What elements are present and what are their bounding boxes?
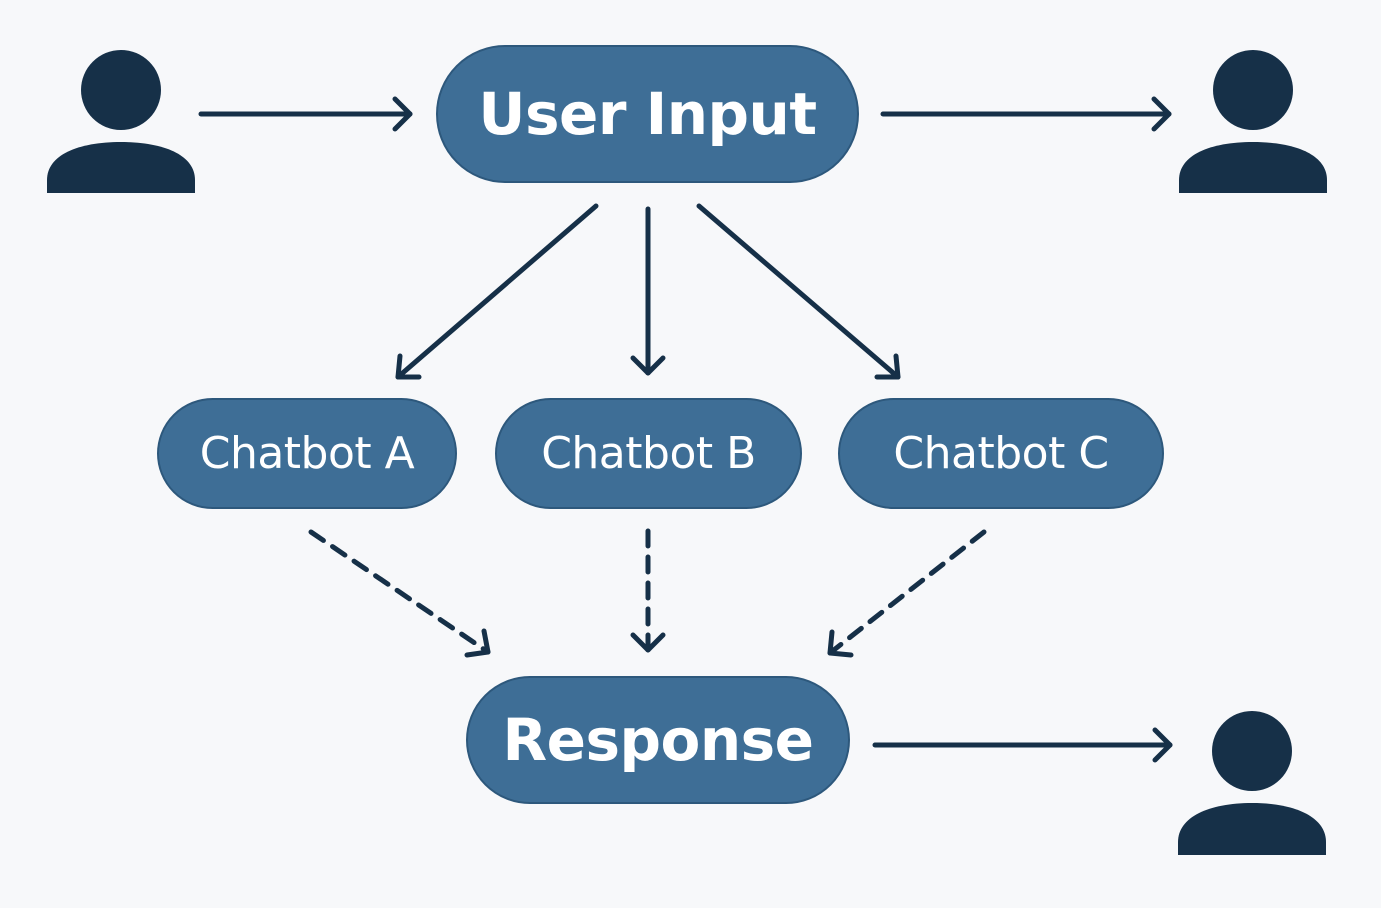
chatbot-b-label: Chatbot B <box>541 428 756 479</box>
arrow-response-to-person <box>872 727 1173 763</box>
person-icon <box>1179 50 1327 193</box>
response-label: Response <box>502 706 814 774</box>
chatbot-c-label: Chatbot C <box>893 428 1109 479</box>
chatbot-a-label: Chatbot A <box>199 428 415 479</box>
arrow-chatbot-a-to-response <box>308 529 491 658</box>
response-node: Response <box>466 676 850 804</box>
person-icon <box>1178 711 1326 855</box>
user-input-label: User Input <box>478 80 817 148</box>
arrow-user-input-to-person <box>880 96 1172 132</box>
chatbot-b-node: Chatbot B <box>495 398 802 509</box>
arrow-user-input-to-chatbot-a <box>395 203 599 380</box>
arrow-person-to-user-input <box>198 96 413 132</box>
arrow-chatbot-c-to-response <box>827 529 987 658</box>
person-icon <box>47 50 195 193</box>
arrow-user-input-to-chatbot-b <box>630 206 666 376</box>
arrow-chatbot-b-to-response <box>630 528 666 653</box>
chatbot-c-node: Chatbot C <box>838 398 1164 509</box>
chatbot-a-node: Chatbot A <box>157 398 457 509</box>
user-input-node: User Input <box>436 45 859 183</box>
arrow-user-input-to-chatbot-c <box>696 203 901 380</box>
